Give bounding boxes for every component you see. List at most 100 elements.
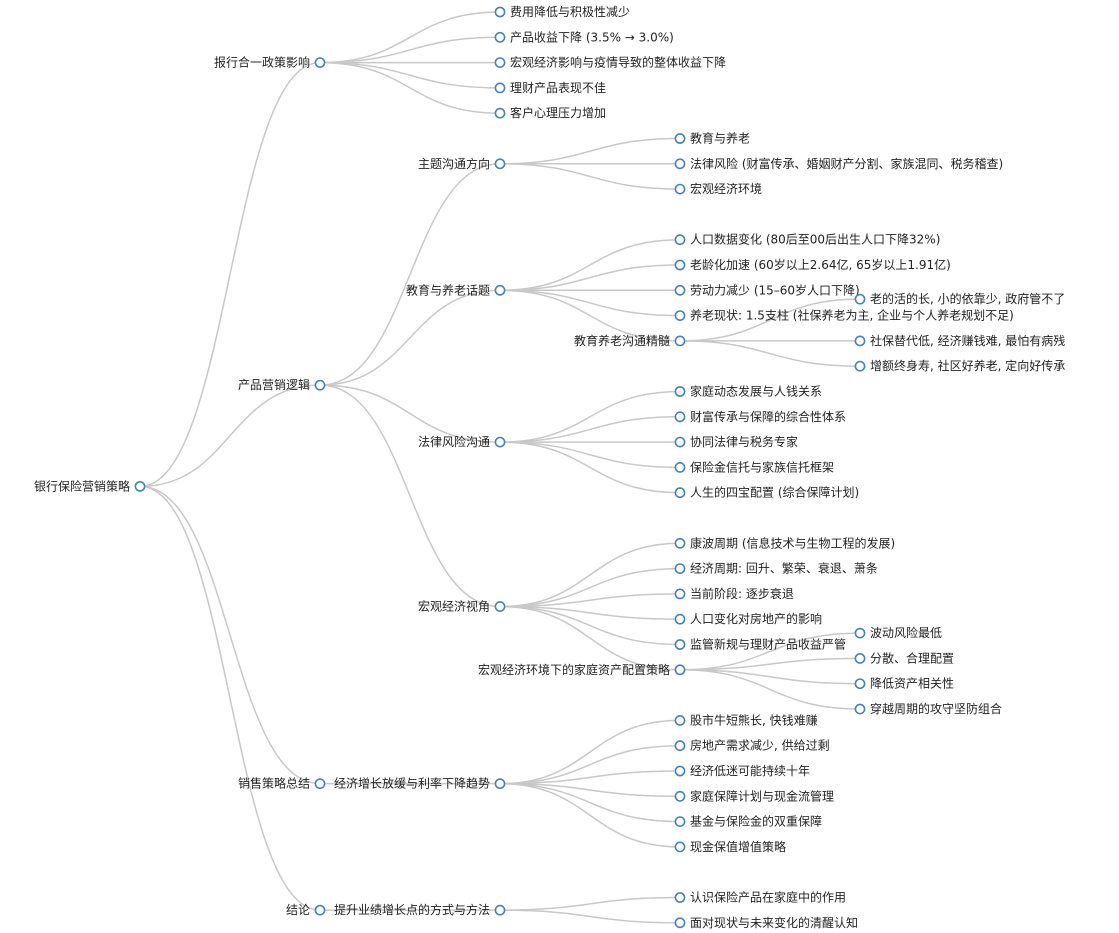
node-1-1-2[interactable]: 劳动力减少 (15–60岁人口下降) <box>674 282 860 297</box>
node-3[interactable]: 结论 <box>286 903 326 917</box>
node-toggle-icon[interactable] <box>674 639 686 650</box>
node-1-3-5[interactable]: 宏观经济环境下的家庭资产配置策略 <box>478 662 686 677</box>
node-toggle-icon[interactable] <box>134 480 146 492</box>
node-1-1-3[interactable]: 养老现状: 1.5支柱 (社保养老为主, 企业与个人养老规划不足) <box>674 308 1014 323</box>
node-toggle-icon[interactable] <box>494 778 506 790</box>
node-toggle-icon[interactable] <box>674 664 686 676</box>
node-toggle-icon[interactable] <box>674 183 686 195</box>
node-1-3-5-0[interactable]: 波动风险最低 <box>854 625 942 640</box>
node-1-2-3[interactable]: 保险金信托与家族信托框架 <box>674 459 834 474</box>
node-toggle-icon[interactable] <box>674 133 686 144</box>
node-toggle-icon[interactable] <box>674 284 686 296</box>
node-1-3-5-3[interactable]: 穿越周期的攻守坚防组合 <box>854 701 1002 716</box>
node-toggle-icon[interactable] <box>674 917 686 929</box>
node-1-3-1[interactable]: 经济周期: 回升、繁荣、衰退、萧条 <box>674 561 878 576</box>
node-toggle-icon[interactable] <box>674 563 686 574</box>
node-toggle-icon[interactable] <box>494 107 506 119</box>
node-toggle-icon[interactable] <box>674 487 686 499</box>
node-toggle-icon[interactable] <box>674 411 686 423</box>
node-1-1[interactable]: 教育与养老话题 <box>406 282 506 297</box>
node-toggle-icon[interactable] <box>674 158 686 170</box>
node-1-3-0[interactable]: 康波周期 (信息技术与生物工程的发展) <box>674 535 895 550</box>
node-toggle-icon[interactable] <box>494 284 506 296</box>
node-1-1-4-2[interactable]: 增额终身寿, 社区好养老, 定向好传承 <box>854 358 1065 373</box>
node-toggle-icon[interactable] <box>854 653 866 664</box>
node-1-2-0[interactable]: 家庭动态发展与人钱关系 <box>674 384 822 399</box>
node-toggle-icon[interactable] <box>674 790 686 802</box>
node-toggle-icon[interactable] <box>854 627 866 639</box>
node-2[interactable]: 销售策略总结 <box>238 776 326 791</box>
node-0-0[interactable]: 费用降低与积极性减少 <box>494 5 630 19</box>
node-toggle-icon[interactable] <box>674 588 686 600</box>
node-1-1-4-1[interactable]: 社保替代低, 经济赚钱难, 最怕有病残 <box>854 333 1065 348</box>
node-2-0-2[interactable]: 经济低迷可能持续十年 <box>674 763 810 778</box>
node-toggle-icon[interactable] <box>674 436 686 448</box>
node-1-2-2[interactable]: 协同法律与税务专家 <box>674 434 798 449</box>
node-1-0-1[interactable]: 法律风险 (财富传承、婚姻财产分割、家族混同、税务稽查) <box>674 156 1003 171</box>
node-0-3[interactable]: 理财产品表现不佳 <box>494 81 606 95</box>
node-1[interactable]: 产品营销逻辑 <box>238 378 326 392</box>
node-2-0-3[interactable]: 家庭保障计划与现金流管理 <box>674 788 834 803</box>
node-1-2[interactable]: 法律风险沟通 <box>418 434 506 449</box>
node-toggle-icon[interactable] <box>314 778 326 790</box>
node-toggle-icon[interactable] <box>494 904 506 916</box>
node-toggle-icon[interactable] <box>674 892 686 903</box>
node-toggle-icon[interactable] <box>494 31 506 43</box>
node-1-3[interactable]: 宏观经济视角 <box>418 599 506 614</box>
node-3-0-0[interactable]: 认识保险产品在家庭中的作用 <box>674 890 846 905</box>
node-toggle-icon[interactable] <box>674 461 686 473</box>
node-1-0[interactable]: 主题沟通方向 <box>418 156 506 171</box>
node-2-0-0[interactable]: 股市牛短熊长, 快钱难赚 <box>674 712 818 727</box>
root-node[interactable]: 银行保险营销策略 <box>34 478 146 493</box>
node-3-0-1[interactable]: 面对现状与未来变化的清醒认知 <box>674 915 858 930</box>
node-toggle-icon[interactable] <box>674 234 686 246</box>
node-toggle-icon[interactable] <box>494 601 506 612</box>
node-toggle-icon[interactable] <box>494 82 506 94</box>
node-1-1-4[interactable]: 教育养老沟通精髓 <box>574 333 686 348</box>
node-toggle-icon[interactable] <box>674 740 686 752</box>
node-toggle-icon[interactable] <box>854 335 866 347</box>
node-toggle-icon[interactable] <box>854 293 866 305</box>
node-1-3-3[interactable]: 人口变化对房地产的影响 <box>674 611 822 626</box>
node-toggle-icon[interactable] <box>674 335 686 347</box>
node-toggle-icon[interactable] <box>674 259 686 271</box>
node-2-0-5[interactable]: 现金保值增值策略 <box>674 839 786 854</box>
node-1-3-5-1[interactable]: 分散、合理配置 <box>854 650 954 665</box>
node-2-0[interactable]: 经济增长放缓与利率下降趋势 <box>334 776 506 791</box>
node-toggle-icon[interactable] <box>674 537 686 549</box>
node-2-0-1[interactable]: 房地产需求减少, 供给过剩 <box>674 738 830 753</box>
node-toggle-icon[interactable] <box>674 715 686 726</box>
node-toggle-icon[interactable] <box>314 904 326 916</box>
node-toggle-icon[interactable] <box>854 678 866 690</box>
node-1-1-4-0[interactable]: 老的活的长, 小的依靠少, 政府管不了 <box>854 291 1065 306</box>
node-3-0[interactable]: 提升业绩增长点的方式与方法 <box>334 902 506 917</box>
node-1-0-2[interactable]: 宏观经济环境 <box>674 181 762 196</box>
node-toggle-icon[interactable] <box>674 816 686 827</box>
node-1-2-4[interactable]: 人生的四宝配置 (综合保障计划) <box>674 485 859 500</box>
node-toggle-icon[interactable] <box>854 360 866 372</box>
node-toggle-icon[interactable] <box>674 841 686 853</box>
node-1-0-0[interactable]: 教育与养老 <box>674 131 750 146</box>
node-toggle-icon[interactable] <box>314 379 326 391</box>
node-0-2[interactable]: 宏观经济影响与疫情导致的整体收益下降 <box>494 55 726 70</box>
node-toggle-icon[interactable] <box>674 613 686 625</box>
node-toggle-icon[interactable] <box>314 57 326 68</box>
node-1-1-1[interactable]: 老龄化加速 (60岁以上2.64亿, 65岁以上1.91亿) <box>674 257 951 272</box>
node-0[interactable]: 报行合一政策影响 <box>214 55 326 70</box>
node-0-4[interactable]: 客户心理压力增加 <box>494 105 606 120</box>
node-2-0-4[interactable]: 基金与保险金的双重保障 <box>674 814 822 829</box>
node-toggle-icon[interactable] <box>494 436 506 448</box>
node-toggle-icon[interactable] <box>494 158 506 170</box>
node-toggle-icon[interactable] <box>674 310 686 321</box>
node-1-3-5-2[interactable]: 降低资产相关性 <box>854 677 954 691</box>
node-1-3-4[interactable]: 监管新规与理财产品收益严管 <box>674 637 846 652</box>
node-toggle-icon[interactable] <box>674 765 686 777</box>
node-1-1-0[interactable]: 人口数据变化 (80后至00后出生人口下降32%) <box>674 232 940 247</box>
node-0-1[interactable]: 产品收益下降 (3.5% → 3.0%) <box>494 30 674 44</box>
node-toggle-icon[interactable] <box>494 6 506 18</box>
node-1-2-1[interactable]: 财富传承与保障的综合性体系 <box>674 409 846 424</box>
node-toggle-icon[interactable] <box>674 386 686 397</box>
node-toggle-icon[interactable] <box>854 703 866 715</box>
node-toggle-icon[interactable] <box>494 57 506 68</box>
node-1-3-2[interactable]: 当前阶段: 逐步衰退 <box>674 586 794 601</box>
